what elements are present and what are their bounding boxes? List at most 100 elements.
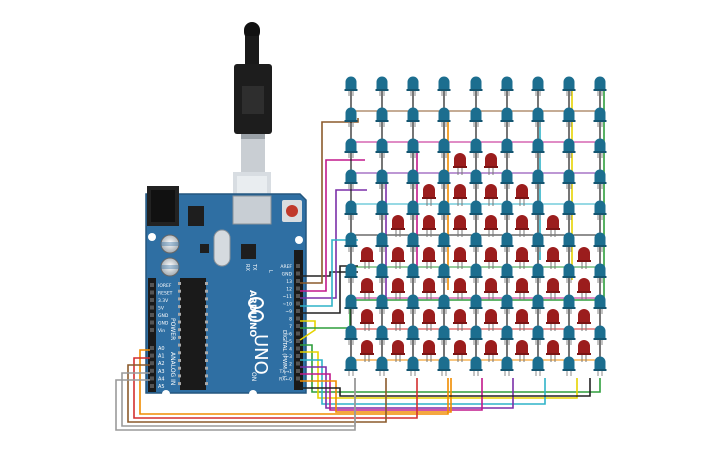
blue-led[interactable] xyxy=(375,232,389,253)
jumper-wire[interactable] xyxy=(299,320,316,341)
header-pin[interactable] xyxy=(296,301,300,306)
header-pin[interactable] xyxy=(150,298,154,302)
blue-led[interactable] xyxy=(531,263,545,284)
blue-led[interactable] xyxy=(406,138,420,158)
blue-led[interactable] xyxy=(500,169,514,190)
blue-led[interactable] xyxy=(437,356,451,377)
red-led[interactable] xyxy=(484,340,498,362)
red-led[interactable] xyxy=(422,309,436,331)
blue-led[interactable] xyxy=(593,232,607,253)
header-pin[interactable] xyxy=(296,361,300,366)
jumper-wire[interactable] xyxy=(139,349,449,415)
blue-led[interactable] xyxy=(593,169,607,190)
header-pin[interactable] xyxy=(150,290,154,295)
header-pin[interactable] xyxy=(296,324,300,328)
arduino-uno-board[interactable]: IOREFRESET3.3V5VGNDGNDVinA0A1A2A3A4A5ARE… xyxy=(145,186,307,398)
blue-led[interactable] xyxy=(562,232,576,253)
red-led[interactable] xyxy=(453,215,467,237)
jumper-wire[interactable] xyxy=(300,271,358,277)
blue-led[interactable] xyxy=(375,200,389,220)
header-pin[interactable] xyxy=(150,353,154,358)
blue-led[interactable] xyxy=(562,294,576,315)
jumper-wire[interactable] xyxy=(300,373,483,411)
blue-led[interactable] xyxy=(344,169,358,190)
header-pin[interactable] xyxy=(296,286,300,291)
header-pin[interactable] xyxy=(296,316,300,321)
red-led[interactable] xyxy=(453,184,467,206)
blue-led[interactable] xyxy=(344,232,358,253)
blue-led[interactable] xyxy=(344,263,358,284)
blue-led[interactable] xyxy=(375,356,389,377)
blue-led[interactable] xyxy=(531,107,545,127)
red-led[interactable] xyxy=(360,247,374,269)
blue-led[interactable] xyxy=(562,356,576,377)
jumper-wire[interactable] xyxy=(300,378,591,397)
red-led[interactable] xyxy=(577,309,591,331)
blue-led[interactable] xyxy=(469,169,483,190)
blue-led[interactable] xyxy=(375,169,389,190)
jumper-wire[interactable] xyxy=(115,378,356,431)
blue-led[interactable] xyxy=(437,169,451,190)
reset-button[interactable] xyxy=(282,200,302,222)
red-led[interactable] xyxy=(422,184,436,206)
red-led[interactable] xyxy=(484,309,498,331)
blue-led[interactable] xyxy=(344,138,358,158)
blue-led[interactable] xyxy=(375,263,389,284)
header-pin[interactable] xyxy=(150,384,154,388)
red-led[interactable] xyxy=(360,278,374,300)
blue-led[interactable] xyxy=(531,200,545,220)
blue-led[interactable] xyxy=(437,325,451,346)
blue-led[interactable] xyxy=(469,200,483,220)
blue-led[interactable] xyxy=(500,263,514,284)
blue-led[interactable] xyxy=(406,294,420,315)
red-led[interactable] xyxy=(391,247,405,269)
jumper-wire[interactable] xyxy=(300,344,601,393)
header-pin[interactable] xyxy=(296,309,300,313)
red-led[interactable] xyxy=(453,309,467,331)
red-led[interactable] xyxy=(515,184,529,206)
blue-led[interactable] xyxy=(375,294,389,315)
red-led[interactable] xyxy=(360,309,374,331)
header-pin[interactable] xyxy=(296,264,300,268)
header-pin[interactable] xyxy=(296,271,300,276)
blue-led[interactable] xyxy=(469,232,483,253)
blue-led[interactable] xyxy=(500,356,514,377)
header-pin[interactable] xyxy=(150,283,154,287)
blue-led[interactable] xyxy=(344,76,358,97)
red-led[interactable] xyxy=(484,278,498,300)
red-led[interactable] xyxy=(391,309,405,331)
blue-led[interactable] xyxy=(406,356,420,377)
header-pin[interactable] xyxy=(150,328,154,332)
header-pin[interactable] xyxy=(296,376,300,381)
blue-led[interactable] xyxy=(344,200,358,220)
blue-led[interactable] xyxy=(562,107,576,127)
power-header[interactable] xyxy=(148,278,156,344)
blue-led[interactable] xyxy=(344,325,358,346)
red-led[interactable] xyxy=(546,340,560,362)
wire-group[interactable] xyxy=(115,90,605,431)
blue-led[interactable] xyxy=(531,294,545,315)
header-pin[interactable] xyxy=(296,339,300,343)
blue-led[interactable] xyxy=(406,76,420,97)
blue-led[interactable] xyxy=(344,356,358,377)
analog-header[interactable] xyxy=(148,344,156,392)
red-led[interactable] xyxy=(546,278,560,300)
red-led[interactable] xyxy=(484,184,498,206)
blue-led[interactable] xyxy=(469,263,483,284)
blue-led[interactable] xyxy=(469,107,483,127)
red-led[interactable] xyxy=(391,278,405,300)
blue-led[interactable] xyxy=(375,325,389,346)
blue-led[interactable] xyxy=(500,200,514,220)
blue-led[interactable] xyxy=(469,356,483,377)
blue-led[interactable] xyxy=(344,107,358,127)
blue-led[interactable] xyxy=(500,294,514,315)
red-led[interactable] xyxy=(422,215,436,237)
blue-led[interactable] xyxy=(406,169,420,190)
blue-led[interactable] xyxy=(375,76,389,97)
header-pin[interactable] xyxy=(150,346,154,350)
red-led[interactable] xyxy=(515,278,529,300)
red-led[interactable] xyxy=(453,340,467,362)
header-pin[interactable] xyxy=(150,361,154,366)
blue-led[interactable] xyxy=(469,138,483,158)
jumper-wire[interactable] xyxy=(300,366,514,409)
